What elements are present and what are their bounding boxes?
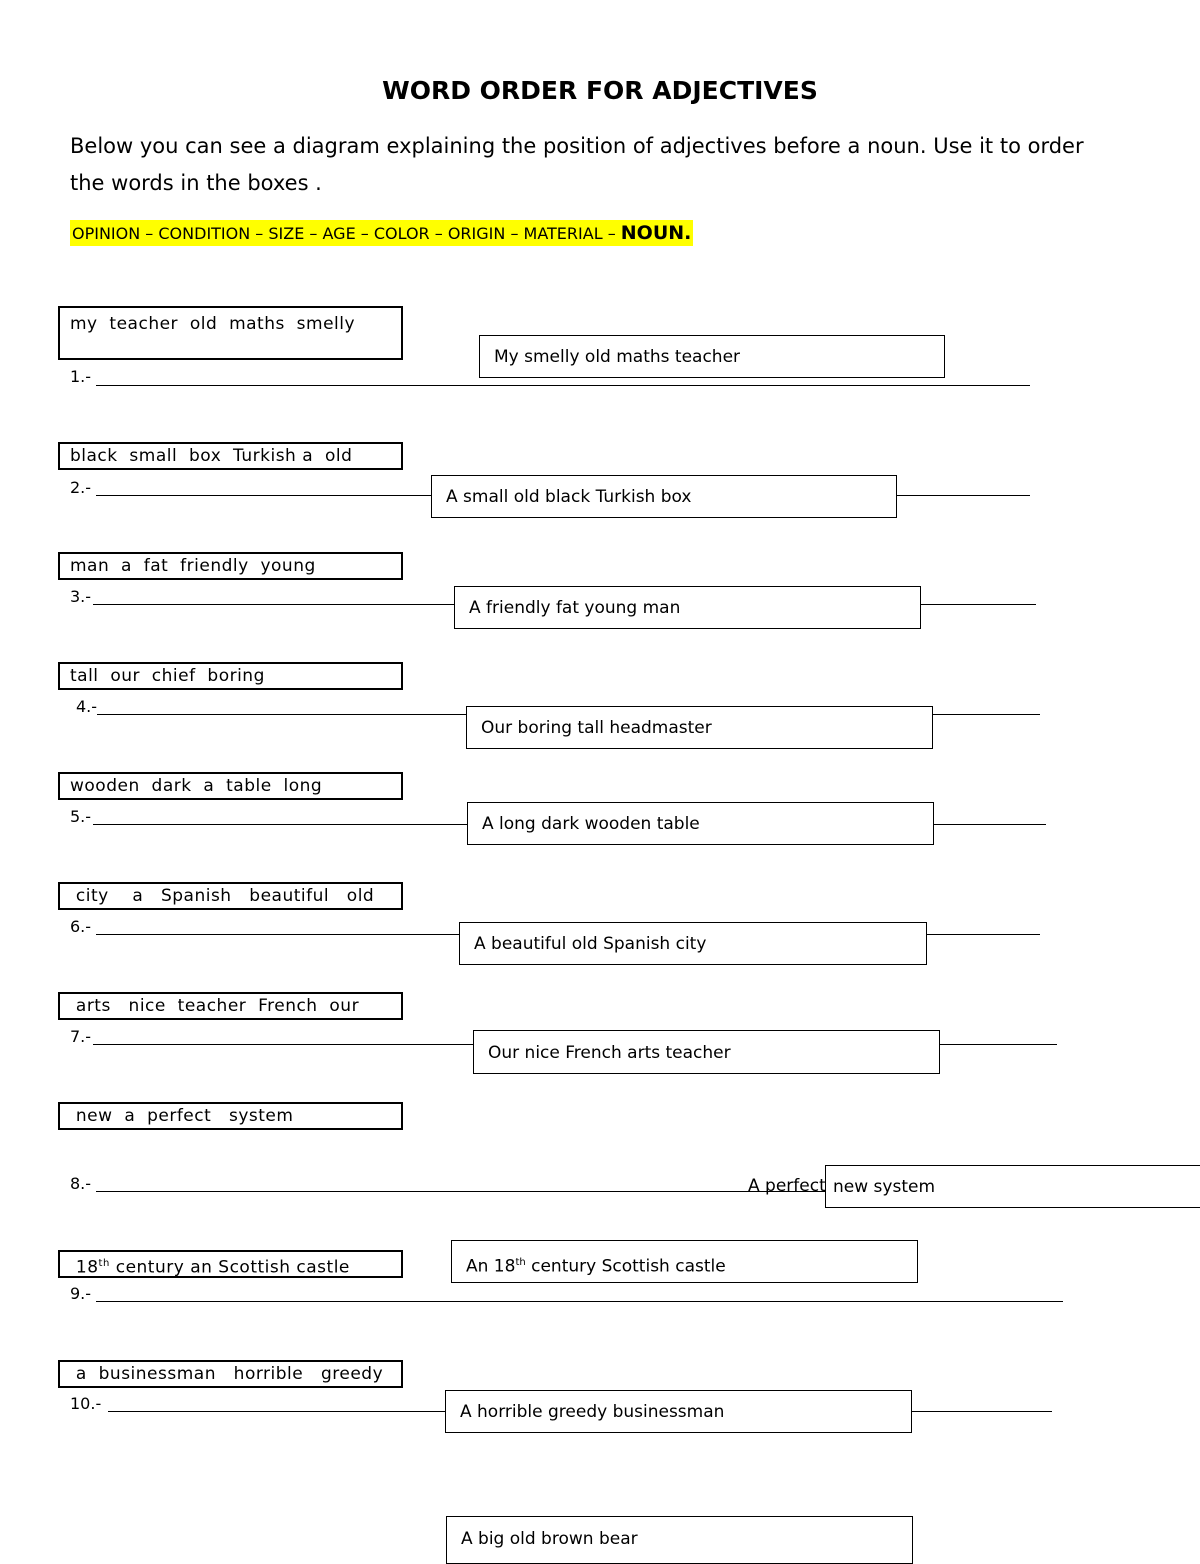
exercise-number-4: 4.- xyxy=(76,697,98,716)
word-box-8: new a perfect system xyxy=(58,1102,403,1130)
adjective-order-highlight: OPINION – CONDITION – SIZE – AGE – COLOR… xyxy=(70,220,694,246)
word-box-2: black small box Turkish a old xyxy=(58,442,403,470)
answer-box-9[interactable]: An 18th century Scottish castle xyxy=(451,1240,918,1283)
word-box-4: tall our chief boring xyxy=(58,662,403,690)
answer-line-8 xyxy=(96,1191,826,1192)
exercise-number-5: 5.- xyxy=(70,807,92,826)
answer-line-9 xyxy=(96,1301,1063,1302)
answer-box-2[interactable]: A small old black Turkish box xyxy=(431,475,897,518)
answer-box-extra[interactable]: A big old brown bear xyxy=(446,1516,913,1564)
answer-line-1 xyxy=(96,385,1030,386)
answer-text-8-start: A perfect xyxy=(748,1176,826,1196)
word-box-7: arts nice teacher French our xyxy=(58,992,403,1020)
instructions: Below you can see a diagram explaining t… xyxy=(70,134,1084,195)
word-box-6: city a Spanish beautiful old xyxy=(58,882,403,910)
word-box-10: a businessman horrible greedy xyxy=(58,1360,403,1388)
exercise-number-1: 1.- xyxy=(70,367,92,386)
page-title: WORD ORDER FOR ADJECTIVES xyxy=(382,76,818,105)
exercise-number-3: 3.- xyxy=(70,587,92,606)
answer-box-4[interactable]: Our boring tall headmaster xyxy=(466,706,933,749)
answer-box-6[interactable]: A beautiful old Spanish city xyxy=(459,922,927,965)
exercise-number-10: 10.- xyxy=(70,1394,102,1413)
noun-label: NOUN. xyxy=(620,222,692,244)
answer-box-1[interactable]: My smelly old maths teacher xyxy=(479,335,945,378)
answer-box-7[interactable]: Our nice French arts teacher xyxy=(473,1030,940,1074)
answer-box-10[interactable]: A horrible greedy businessman xyxy=(445,1390,912,1433)
exercise-number-6: 6.- xyxy=(70,917,92,936)
exercise-number-7: 7.- xyxy=(70,1027,92,1046)
word-box-3: man a fat friendly young xyxy=(58,552,403,580)
exercise-number-2: 2.- xyxy=(70,478,92,497)
word-box-1: my teacher old maths smelly xyxy=(58,306,403,360)
exercise-number-8: 8.- xyxy=(70,1174,92,1193)
answer-box-8[interactable]: new system xyxy=(825,1165,1200,1208)
word-box-9: 18th century an Scottish castle xyxy=(58,1250,403,1278)
answer-box-5[interactable]: A long dark wooden table xyxy=(467,802,934,845)
answer-box-3[interactable]: A friendly fat young man xyxy=(454,586,921,629)
adjective-order-sequence: OPINION – CONDITION – SIZE – AGE – COLOR… xyxy=(72,224,621,243)
exercise-number-9: 9.- xyxy=(70,1284,92,1303)
word-box-5: wooden dark a table long xyxy=(58,772,403,800)
